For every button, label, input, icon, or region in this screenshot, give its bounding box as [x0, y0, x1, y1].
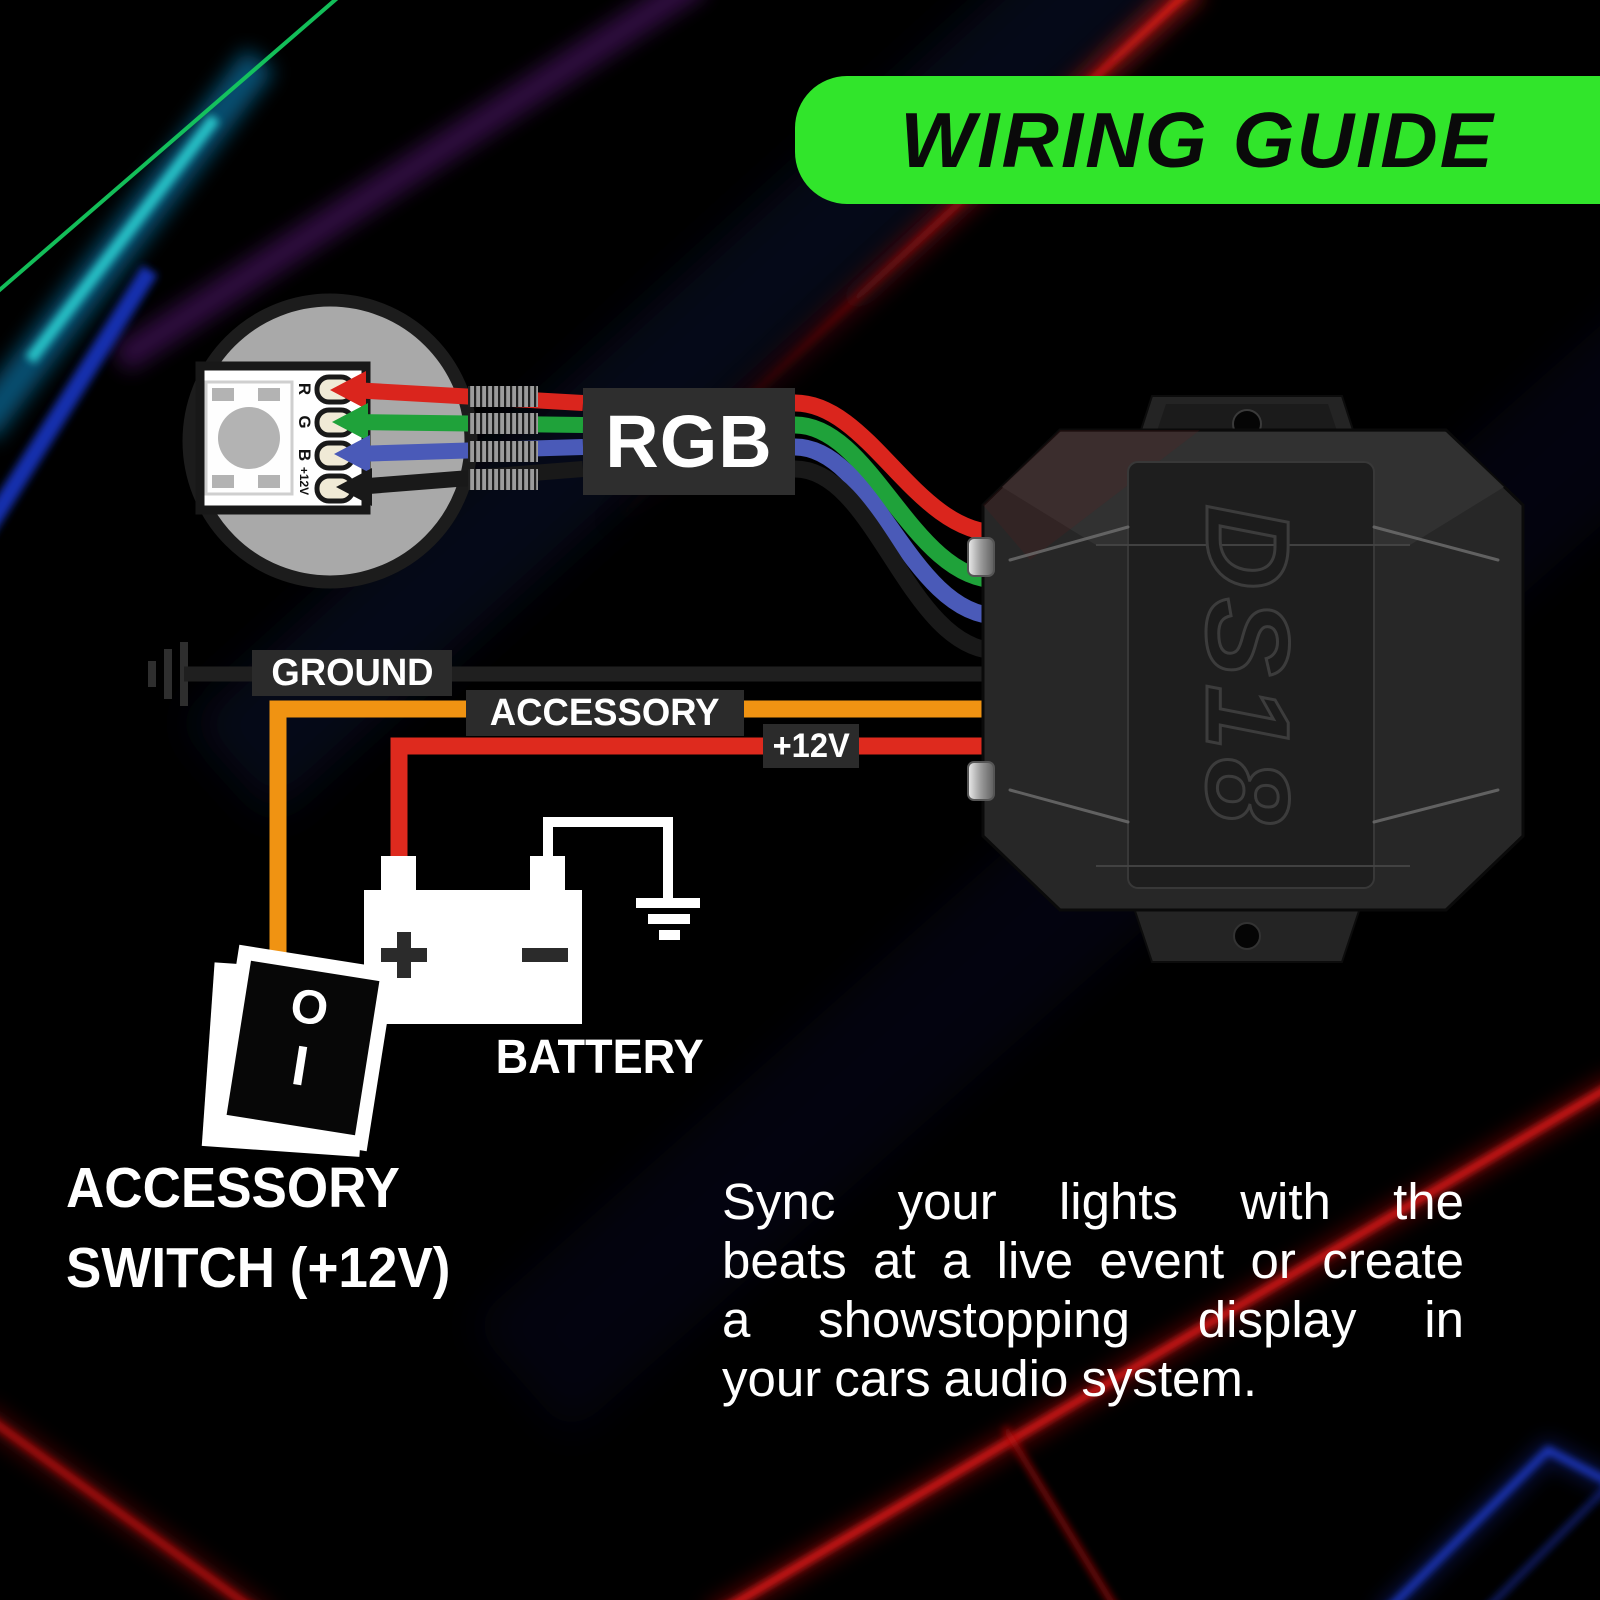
pad-label-g: G [295, 415, 314, 429]
battery-12v-wire [390, 737, 998, 864]
rocker-off-symbol: O [286, 978, 332, 1038]
battery-12v-wire-label: +12V [763, 724, 859, 768]
battery-caption: BATTERY [495, 1030, 705, 1084]
battery-negative-symbol [522, 948, 568, 962]
controller-box [967, 395, 1525, 963]
led-chip [204, 380, 294, 496]
led-strip-closeup [182, 293, 478, 589]
rgb-label-box [583, 388, 795, 495]
accessory-wire [269, 700, 998, 978]
ground-wire-label: GROUND [252, 650, 452, 696]
accessory-wire-label: ACCESSORY [466, 690, 744, 736]
battery-icon [364, 817, 700, 1024]
rgb-cable-label: RGB [605, 400, 773, 483]
controller-screw-hole-bottom [1233, 922, 1261, 950]
pad-label-r: R [295, 382, 314, 396]
pad-label-12v: +12V [297, 466, 311, 496]
battery-positive-symbol [381, 932, 427, 978]
switch-label-line2: SWITCH (+12V) [66, 1236, 451, 1300]
rgb-wires-to-strip [330, 371, 584, 506]
banner-title: WIRING GUIDE [900, 95, 1495, 184]
wiring-guide-banner: WIRING GUIDE [795, 76, 1600, 204]
rgb-wires-to-controller [794, 394, 999, 660]
switch-rocker: O I [226, 960, 380, 1136]
accessory-switch-label: ACCESSORY SWITCH (+12V) [66, 1148, 450, 1308]
wire-shield-sections [468, 386, 538, 490]
switch-front-face: O I [210, 944, 396, 1152]
switch-label-line1: ACCESSORY [66, 1156, 400, 1220]
controller-brand-logo: DS18 [1180, 503, 1315, 833]
rocker-on-symbol: I [287, 1032, 313, 1098]
accessory-switch-icon: O I [201, 944, 396, 1157]
controller-terminal-screws [967, 537, 995, 801]
